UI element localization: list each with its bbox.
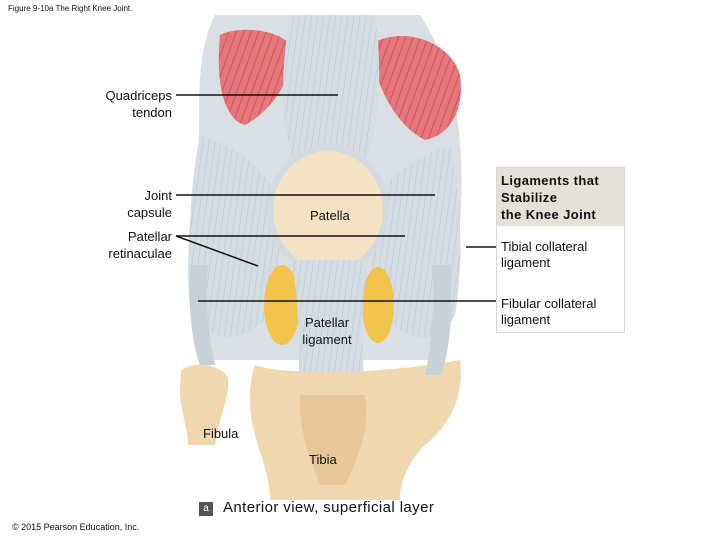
patellar-retinaculae-label: Patellar retinaculae	[70, 228, 172, 262]
quadriceps-tendon-label: Quadriceps tendon	[70, 87, 172, 121]
copyright-notice: © 2015 Pearson Education, Inc.	[12, 522, 140, 532]
fat-pad-left	[264, 265, 300, 345]
tibial-collateral-label: Tibial collateral ligament	[501, 239, 587, 271]
joint-capsule-label: Joint capsule	[70, 187, 172, 221]
patellar-ligament-line2: ligament	[302, 332, 352, 347]
patellar-retinaculae-line1: Patellar	[127, 229, 172, 244]
patellar-retinaculae-line2: retinaculae	[108, 246, 172, 261]
patella-label: Patella	[310, 208, 350, 223]
medial-ligament-strip	[425, 265, 452, 375]
panel-badge: a	[199, 502, 213, 516]
quadriceps-tendon-shape	[283, 15, 380, 165]
patellar-ligament-shape	[292, 260, 368, 395]
figure-caption: Anterior view, superficial layer	[223, 499, 435, 516]
patellar-ligament-label: Patellar ligament	[295, 314, 359, 348]
ligaments-box: Ligaments that Stabilize the Knee Joint …	[496, 167, 625, 333]
fibular-collateral-label: Fibular collateral ligament	[501, 296, 596, 328]
quadriceps-tendon-line2: tendon	[132, 105, 172, 120]
fibula-shape	[179, 364, 229, 445]
ligaments-box-heading: Ligaments that Stabilize the Knee Joint	[497, 168, 624, 226]
knee-illustration	[179, 15, 462, 500]
tibial-collateral-line1: Tibial collateral	[501, 239, 588, 254]
joint-capsule-line2: capsule	[127, 205, 172, 220]
ligaments-heading-line1: Ligaments that	[501, 173, 600, 188]
lateral-ligament-strip	[189, 265, 215, 365]
tibial-collateral-line2: ligament	[501, 255, 551, 270]
fibular-collateral-line1: Fibular collateral	[501, 296, 597, 311]
fat-pad-right	[362, 267, 394, 343]
right-muscle	[370, 36, 461, 140]
left-muscle	[218, 29, 291, 125]
tibia-label: Tibia	[309, 452, 337, 467]
leader-retinaculae-2	[175, 235, 259, 267]
tibia-tuberosity	[299, 395, 367, 485]
joint-capsule-line1: Joint	[144, 188, 172, 203]
quadriceps-tendon-line1: Quadriceps	[105, 88, 172, 103]
figure-title: Figure 9-10a The Right Knee Joint.	[8, 4, 133, 13]
patellar-ligament-line1: Patellar	[304, 315, 350, 330]
ligaments-heading-line3: the Knee Joint	[501, 207, 597, 222]
fibula-label: Fibula	[203, 426, 239, 441]
ligaments-heading-line2: Stabilize	[501, 190, 558, 205]
fibular-collateral-line2: ligament	[501, 312, 551, 327]
